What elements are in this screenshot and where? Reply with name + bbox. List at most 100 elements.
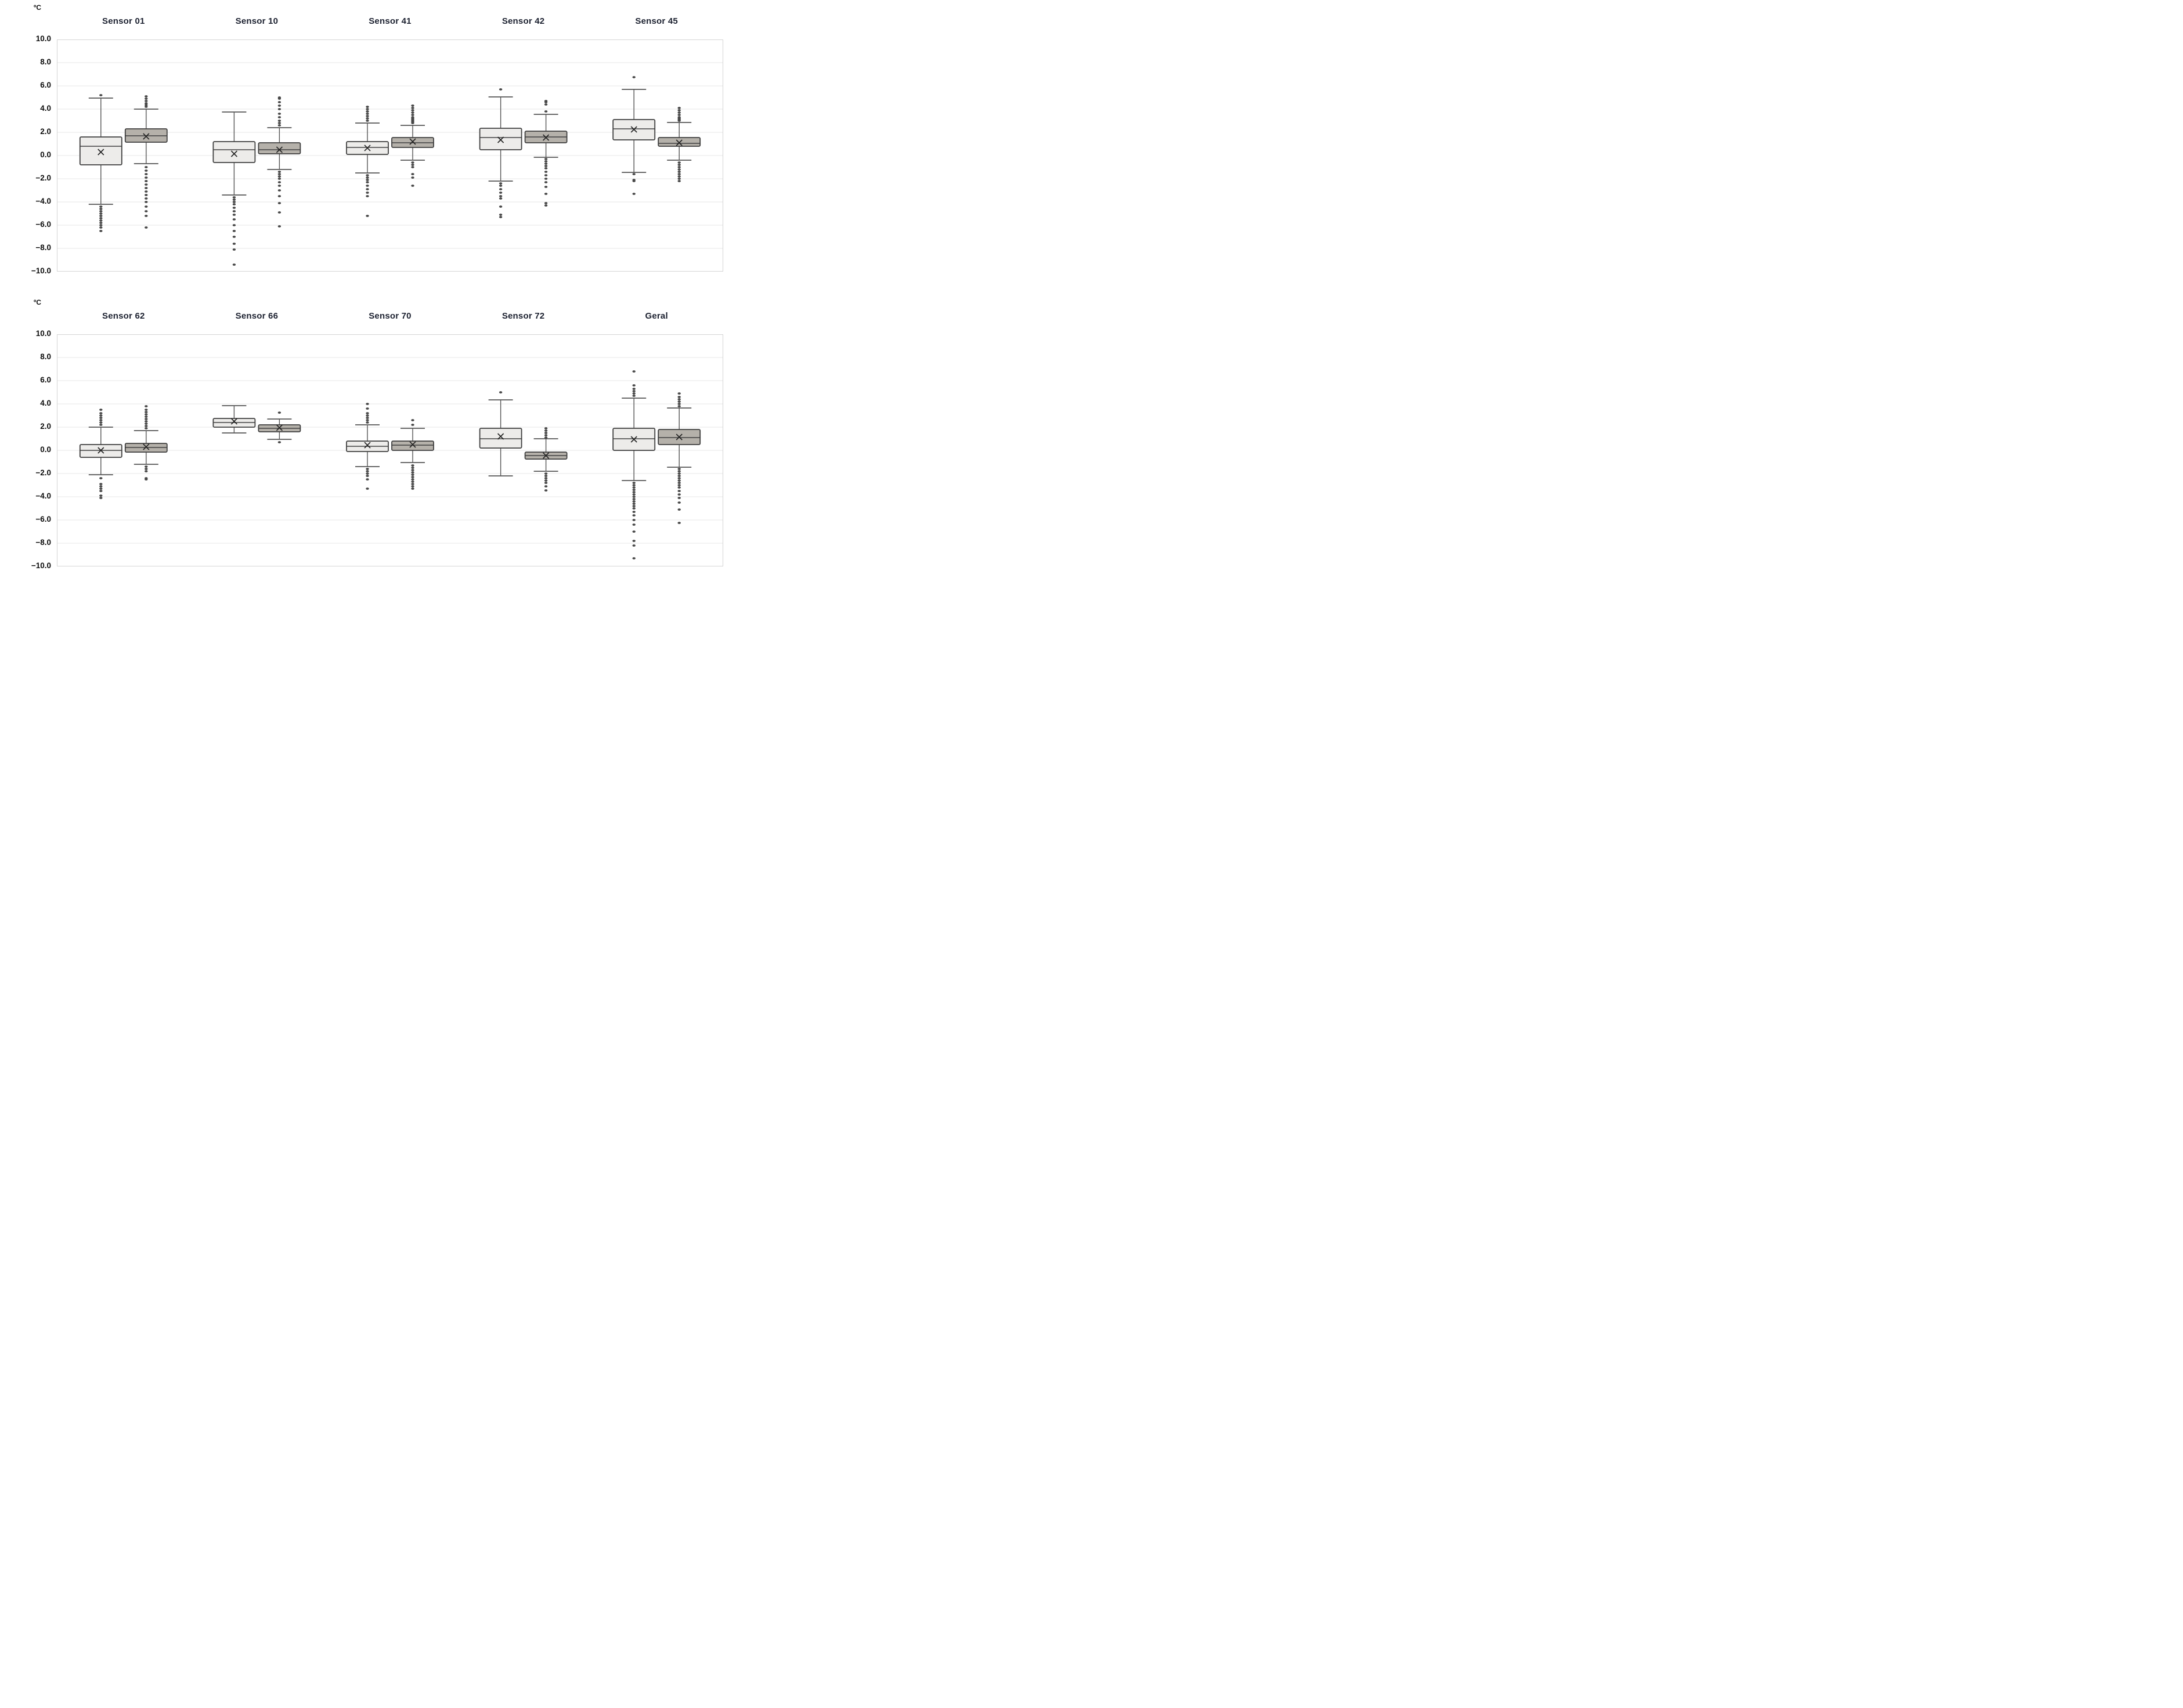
outlier-dot <box>99 488 103 490</box>
outlier-dot <box>499 195 503 197</box>
boxplot-plot-area-top <box>57 39 723 272</box>
box-light-sensor-41 <box>346 106 389 217</box>
outlier-dot <box>677 493 681 496</box>
outlier-dot <box>632 511 636 513</box>
outlier-dot <box>232 263 236 266</box>
outlier-dot <box>366 403 369 405</box>
box-dark-sensor-72 <box>524 427 568 492</box>
outlier-dot <box>232 201 236 203</box>
outlier-dot <box>677 178 681 180</box>
outlier-dot <box>145 465 148 468</box>
outlier-dot <box>411 485 414 488</box>
outlier-dot <box>544 434 548 436</box>
outlier-dot <box>366 106 369 108</box>
outlier-dot <box>677 482 681 484</box>
outlier-dot <box>145 166 148 168</box>
mean-x-marker <box>676 434 683 440</box>
outlier-dot <box>277 108 282 110</box>
outlier-dot <box>232 243 236 245</box>
outlier-dot <box>411 474 414 476</box>
outlier-dot <box>145 468 148 470</box>
outlier-dot <box>145 194 148 196</box>
outlier-dot <box>677 477 681 479</box>
outlier-dot <box>544 489 548 492</box>
outlier-dot <box>544 167 548 169</box>
outlier-dot <box>544 477 548 479</box>
outlier-dot <box>544 475 548 477</box>
outlier-dot <box>145 187 148 189</box>
outlier-dot <box>366 478 369 481</box>
outlier-dot <box>411 471 414 474</box>
y-tick-label: −10.0 <box>31 561 51 569</box>
outlier-dot <box>632 503 636 505</box>
outlier-dot <box>544 193 548 195</box>
outlier-dot <box>366 488 369 490</box>
outlier-dot <box>99 219 103 222</box>
iqr-box <box>479 128 522 150</box>
outlier-dot <box>277 175 282 178</box>
y-tick-label: 10.0 <box>35 329 51 338</box>
outlier-dot <box>677 171 681 173</box>
box-light-sensor-01 <box>79 94 122 232</box>
outlier-dot <box>677 116 681 118</box>
y-tick-label: 10.0 <box>35 34 51 43</box>
outlier-dot <box>544 427 548 429</box>
outlier-dot <box>232 248 236 251</box>
outlier-dot <box>677 484 681 486</box>
outlier-dot <box>411 109 414 111</box>
outlier-dot <box>499 88 503 91</box>
box-dark-sensor-01 <box>124 95 168 229</box>
outlier-dot <box>411 114 414 116</box>
outlier-dot <box>366 407 369 410</box>
y-tick-label: 2.0 <box>40 422 51 431</box>
outlier-dot <box>632 505 636 507</box>
outlier-dot <box>632 486 636 489</box>
outlier-dot <box>232 210 236 212</box>
outlier-dot <box>632 493 636 496</box>
box-dark-sensor-42 <box>524 100 568 207</box>
outlier-dot <box>99 414 103 417</box>
panel-title: Sensor 01 <box>102 16 145 26</box>
mean-x-marker <box>364 145 371 151</box>
outlier-dot <box>632 392 636 395</box>
mean-x-marker <box>497 136 504 143</box>
outlier-dot <box>99 210 103 212</box>
outlier-dot <box>277 185 282 187</box>
outlier-dot <box>277 101 282 103</box>
outlier-dot <box>277 116 282 118</box>
outlier-dot <box>366 475 369 477</box>
outlier-dot <box>499 214 503 216</box>
mean-x-marker <box>497 433 504 440</box>
outlier-dot <box>145 102 148 104</box>
outlier-dot <box>99 205 103 208</box>
outlier-dot <box>99 412 103 414</box>
outlier-dot <box>145 180 148 182</box>
y-tick-label: 0.0 <box>40 150 51 159</box>
outlier-dot <box>632 530 636 533</box>
outlier-dot <box>544 204 548 207</box>
outlier-dot <box>411 116 414 118</box>
outlier-dot <box>277 171 282 173</box>
y-axis-unit-label-top: ºC <box>34 3 42 12</box>
outlier-dot <box>145 425 148 427</box>
outlier-dot <box>232 224 236 226</box>
outlier-dot <box>366 419 369 421</box>
outlier-dot <box>677 405 681 407</box>
outlier-dot <box>677 398 681 400</box>
outlier-dot <box>99 494 103 497</box>
outlier-dot <box>99 417 103 419</box>
box-light-geral <box>612 370 656 559</box>
outlier-dot <box>632 173 636 175</box>
mean-x-marker <box>364 442 371 449</box>
outlier-dot <box>411 164 414 166</box>
outlier-dot <box>544 432 548 434</box>
outlier-dot <box>632 519 636 521</box>
outlier-dot <box>632 180 636 182</box>
outlier-dot <box>232 236 236 238</box>
box-dark-sensor-41 <box>391 104 434 187</box>
outlier-dot <box>677 472 681 475</box>
outlier-dot <box>99 419 103 421</box>
outlier-dot <box>411 424 414 426</box>
